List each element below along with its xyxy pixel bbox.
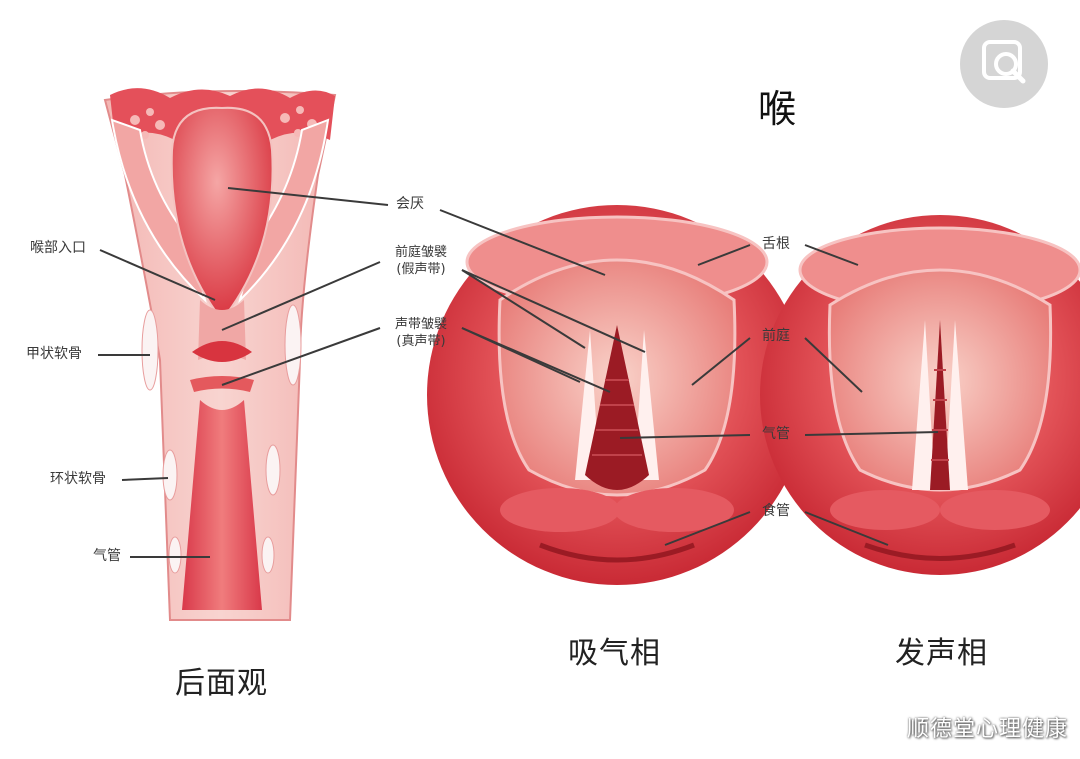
label-vestibule: 前庭 (762, 328, 790, 344)
inhale-larynx-illustration (427, 205, 807, 585)
label-trachea-right: 气管 (762, 426, 790, 442)
label-thyroid-cartilage: 甲状软骨 (26, 346, 82, 362)
label-tongue-root: 舌根 (762, 236, 790, 252)
label-true-vocal-fold: 声带皱襞 (真声带) (383, 316, 459, 350)
label-false-fold-line2: (假声带) (396, 262, 446, 277)
label-vocal-fold-line2: (真声带) (396, 334, 446, 349)
watermark: 顺德堂心理健康 (906, 717, 1068, 742)
caption-phonation-phase: 发声相 (895, 636, 988, 671)
leader-lines (98, 187, 939, 558)
label-false-vocal-fold: 前庭皱襞 (假声带) (383, 244, 459, 278)
caption-inhale-phase: 吸气相 (568, 636, 661, 671)
label-cricoid-cartilage: 环状软骨 (50, 471, 106, 487)
label-vocal-fold-line1: 声带皱襞 (394, 317, 447, 332)
label-esophagus: 食管 (762, 503, 790, 519)
label-false-fold-line1: 前庭皱襞 (394, 245, 447, 260)
label-trachea-left: 气管 (93, 548, 121, 564)
diagram-title: 喉 (758, 87, 797, 131)
zoom-search-button[interactable] (960, 20, 1048, 108)
label-throat-entrance: 喉部入口 (30, 240, 86, 256)
zoom-search-icon (982, 40, 1026, 84)
caption-posterior-view: 后面观 (175, 666, 268, 701)
label-epiglottis: 会厌 (396, 196, 424, 212)
phonation-larynx-illustration (760, 215, 1080, 575)
